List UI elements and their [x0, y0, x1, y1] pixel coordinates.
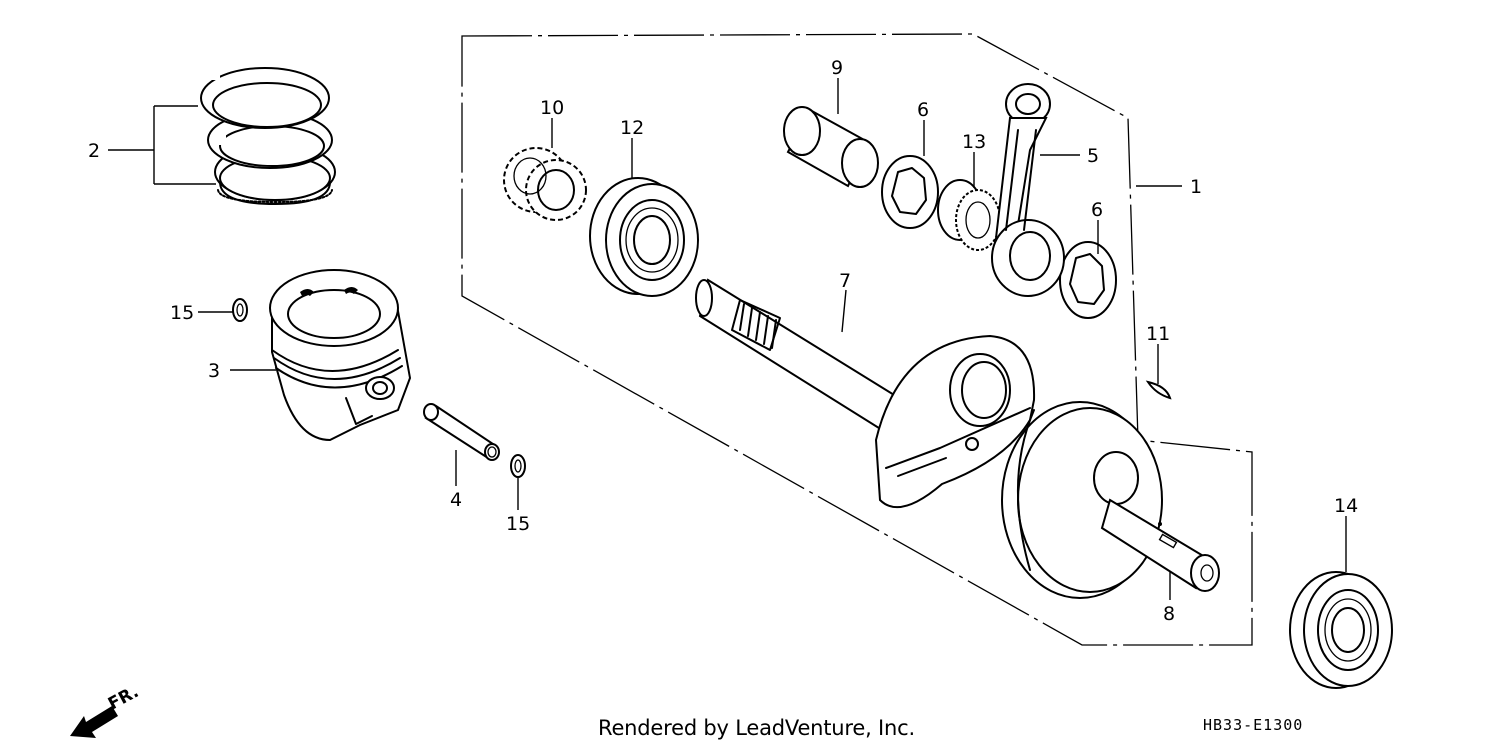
piston-pin[interactable]	[423, 403, 500, 461]
crank-bearing-left[interactable]	[589, 177, 699, 297]
callout-7: 7	[839, 270, 851, 292]
callout-6a: 6	[917, 99, 929, 121]
callout-1: 1	[1190, 176, 1202, 198]
front-direction-arrow: FR.	[70, 682, 142, 738]
needle-bearing[interactable]	[937, 179, 1001, 251]
piston-rings[interactable]	[200, 67, 336, 205]
callout-15a: 15	[170, 302, 194, 324]
cam-chain-sprocket[interactable]	[503, 147, 587, 221]
callout-8: 8	[1163, 603, 1175, 625]
woodruff-key[interactable]	[1145, 380, 1172, 400]
callout-13: 13	[962, 131, 986, 153]
callout-6b: 6	[1091, 199, 1103, 221]
connecting-rod[interactable]	[991, 83, 1065, 297]
callout-4: 4	[450, 489, 462, 511]
callout-12: 12	[620, 117, 644, 139]
crank-pin[interactable]	[783, 106, 879, 188]
assembly-boundary	[461, 33, 1253, 646]
diagram-code: HB33-E1300	[1203, 716, 1304, 734]
piston-pin-clip-bottom[interactable]	[510, 454, 526, 478]
thrust-washer-top[interactable]	[881, 155, 939, 229]
callout-labels: 1 2 3 4 5 6 6 7 8 9 10 11 12 13 14 15 15	[88, 57, 1358, 625]
piston[interactable]	[269, 269, 412, 442]
callout-5: 5	[1087, 145, 1099, 167]
render-credit: Rendered by LeadVenture, Inc.	[598, 716, 915, 740]
crankshaft-left[interactable]	[695, 278, 1036, 509]
callout-10: 10	[540, 97, 564, 119]
callout-14: 14	[1334, 495, 1358, 517]
piston-pin-clip-top[interactable]	[232, 298, 248, 322]
crankshaft-right[interactable]	[1001, 401, 1220, 599]
thrust-washer-bottom[interactable]	[1059, 241, 1117, 319]
callout-9: 9	[831, 57, 843, 79]
callout-3: 3	[208, 360, 220, 382]
callout-15b: 15	[506, 513, 530, 535]
crank-bearing-right[interactable]	[1289, 571, 1393, 689]
callout-11: 11	[1146, 323, 1170, 345]
leader-lines	[108, 78, 1347, 600]
callout-2: 2	[88, 140, 100, 162]
